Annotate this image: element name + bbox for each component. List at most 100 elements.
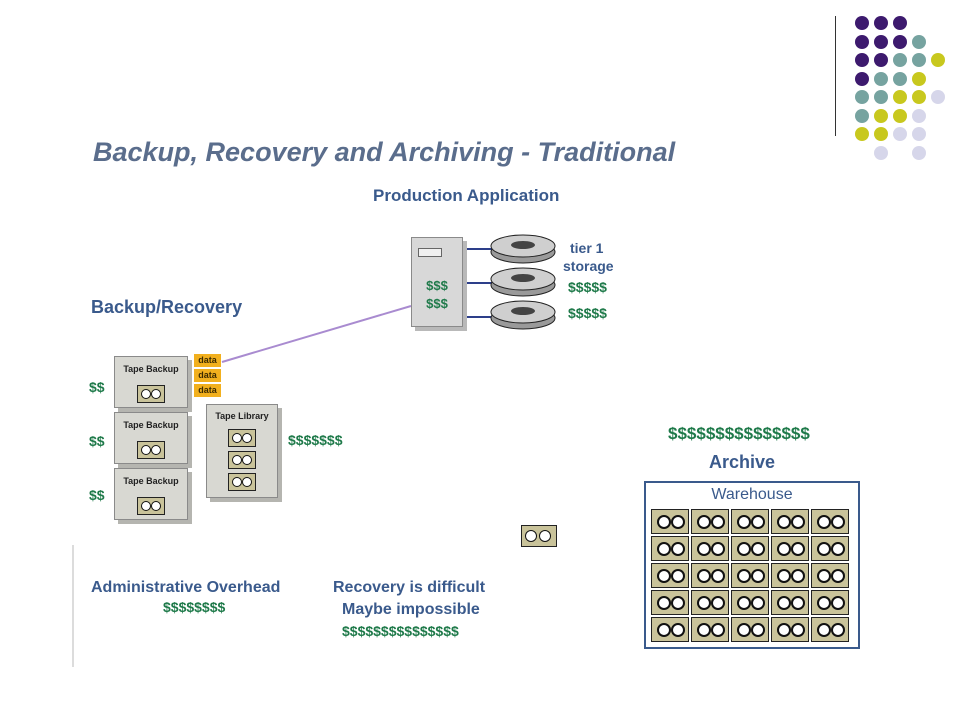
decorative-dot	[855, 16, 869, 30]
decorative-dot	[855, 127, 869, 141]
decorative-dot	[855, 53, 869, 67]
decorative-dot	[893, 90, 907, 104]
storage-cost-1: $$$$$	[568, 279, 607, 295]
server-icon: $$$ $$$	[411, 237, 463, 327]
tape-backup-cost: $$	[89, 487, 105, 503]
archive-heading: Archive	[709, 452, 776, 472]
warehouse-tape-cartridge-icon	[731, 590, 769, 615]
warehouse-tape-cartridge-icon	[811, 536, 849, 561]
decorative-dot	[874, 71, 888, 86]
warehouse-tape-cartridge-icon	[691, 536, 729, 561]
recovery-cost: $$$$$$$$$$$$$$$	[342, 623, 459, 639]
warehouse-tape-cartridge-icon	[651, 617, 689, 642]
decorative-divider	[835, 16, 836, 136]
tape-cartridge-icon	[137, 385, 165, 403]
tape-cartridge-icon	[228, 451, 256, 469]
warehouse-label: Warehouse	[711, 486, 793, 503]
recovery-line2: Maybe impossible	[342, 601, 480, 618]
decorative-dot	[855, 34, 869, 49]
warehouse-tape-cartridge-icon	[691, 563, 729, 588]
decorative-dot	[893, 127, 907, 141]
tape-cartridge-icon	[228, 429, 256, 447]
decorative-dot	[874, 127, 888, 141]
decorative-dot	[893, 71, 907, 86]
decorative-dot	[855, 108, 869, 123]
warehouse-tape-cartridge-icon	[811, 590, 849, 615]
decorative-dot	[912, 145, 926, 160]
tape-backup-cost: $$	[89, 379, 105, 395]
decorative-dot	[874, 90, 888, 104]
data-tag: data	[194, 384, 221, 397]
decorative-dot	[912, 71, 926, 86]
decorative-dot	[893, 16, 907, 30]
warehouse-tape-cartridge-icon	[811, 617, 849, 642]
decorative-dot	[912, 90, 926, 104]
decorative-dot	[874, 108, 888, 123]
decorative-dot	[874, 145, 888, 160]
disk-stack-2	[490, 267, 556, 297]
data-tag: data	[194, 369, 221, 382]
warehouse-tape-cartridge-icon	[771, 590, 809, 615]
tape-cartridge-icon	[137, 441, 165, 459]
storage-cost-2: $$$$$	[568, 305, 607, 321]
decorative-dot	[893, 53, 907, 67]
decorative-dot	[855, 90, 869, 104]
warehouse-tape-cartridge-icon	[731, 563, 769, 588]
warehouse-tape-cartridge-icon	[811, 509, 849, 534]
tape-backup-label: Tape Backup	[123, 476, 179, 486]
disk-stack-3	[490, 300, 556, 330]
decorative-dot	[893, 108, 907, 123]
overhead-label: Administrative Overhead	[91, 579, 281, 596]
warehouse-tape-cartridge-icon	[691, 509, 729, 534]
tape-cartridge-icon	[228, 473, 256, 491]
decorative-dot	[912, 53, 926, 67]
recovery-line1: Recovery is difficult	[333, 579, 486, 596]
decorative-dot	[931, 53, 945, 67]
storage-label-line2: storage	[563, 258, 614, 274]
warehouse-tape-cartridge-icon	[691, 590, 729, 615]
archive-cost: $$$$$$$$$$$$$$$	[668, 424, 810, 443]
decorative-dot	[874, 34, 888, 49]
decorative-dot	[912, 108, 926, 123]
disk-stack-1	[490, 234, 556, 264]
loose-tape-cartridge-icon	[521, 525, 557, 547]
backup-heading: Backup/Recovery	[91, 297, 243, 317]
warehouse-tape-cartridge-icon	[691, 617, 729, 642]
warehouse-tape-cartridge-icon	[651, 509, 689, 534]
slide-title: Backup, Recovery and Archiving - Traditi…	[93, 137, 676, 167]
warehouse-tape-cartridge-icon	[651, 563, 689, 588]
tape-backup-cost: $$	[89, 433, 105, 449]
tape-library-cost: $$$$$$$	[288, 432, 343, 448]
warehouse-tape-cartridge-icon	[731, 617, 769, 642]
decorative-dot	[931, 90, 945, 104]
decorative-dot	[874, 53, 888, 67]
warehouse: Warehouse	[644, 481, 860, 649]
decorative-dot	[912, 34, 926, 49]
decorative-dot	[912, 127, 926, 141]
data-connector-line	[221, 305, 412, 363]
warehouse-tape-grid	[651, 509, 849, 642]
warehouse-tape-cartridge-icon	[771, 509, 809, 534]
production-heading: Production Application	[373, 186, 560, 205]
tape-backup-unit: Tape Backup	[114, 412, 188, 464]
tape-library-label: Tape Library	[215, 411, 269, 421]
warehouse-tape-cartridge-icon	[771, 536, 809, 561]
warehouse-tape-cartridge-icon	[771, 563, 809, 588]
warehouse-tape-cartridge-icon	[651, 590, 689, 615]
decorative-dot	[855, 71, 869, 86]
decorative-dot	[874, 16, 888, 30]
overhead-cost: $$$$$$$$	[163, 599, 226, 615]
tape-backup-label: Tape Backup	[123, 364, 179, 374]
tape-cartridge-icon	[137, 497, 165, 515]
server-cost-top: $$$	[426, 278, 448, 293]
warehouse-tape-cartridge-icon	[771, 617, 809, 642]
data-tag: data	[194, 354, 221, 367]
server-slot	[418, 248, 442, 257]
storage-label-line1: tier 1	[570, 240, 604, 256]
warehouse-tape-cartridge-icon	[811, 563, 849, 588]
tape-library: Tape Library	[206, 404, 278, 498]
tape-backup-unit: Tape Backup	[114, 356, 188, 408]
tape-backup-unit: Tape Backup	[114, 468, 188, 520]
warehouse-tape-cartridge-icon	[731, 509, 769, 534]
